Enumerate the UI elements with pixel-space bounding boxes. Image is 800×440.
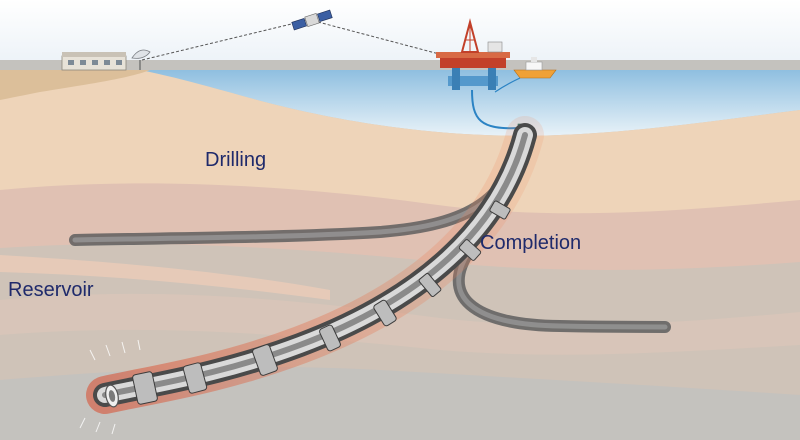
seabed-layer: [0, 70, 800, 214]
mid-layer: [0, 177, 800, 270]
reservoir-label: Reservoir: [8, 279, 94, 301]
control-building-icon: [61, 52, 127, 71]
tool-joint: [458, 239, 482, 261]
pipe-end: [105, 384, 119, 408]
drilling-label: Drilling: [205, 149, 267, 171]
satellite-uplink: [141, 19, 309, 61]
tool-joint: [132, 371, 158, 405]
tool-joint: [182, 362, 208, 394]
tool-joint: [418, 273, 442, 297]
support-vessel-icon: [513, 57, 557, 79]
reservoir-light-stripe: [0, 293, 800, 355]
drilling-rig-icon: [436, 18, 510, 90]
lower-layer: [0, 255, 330, 300]
completion-tools: [132, 200, 511, 405]
sea: [140, 70, 800, 136]
heat-rays: [79, 339, 141, 435]
right-lateral-borehole-highlight: [456, 247, 668, 330]
completion-label: Completion: [480, 232, 582, 254]
antenna-dish-icon: [131, 49, 151, 70]
tool-joint: [252, 344, 278, 376]
tool-joint: [489, 200, 511, 220]
tool-joint: [319, 324, 341, 352]
vessel-line: [494, 77, 521, 93]
satellite-icon: [291, 9, 333, 31]
land: [0, 70, 150, 100]
tool-joint: [373, 299, 397, 327]
